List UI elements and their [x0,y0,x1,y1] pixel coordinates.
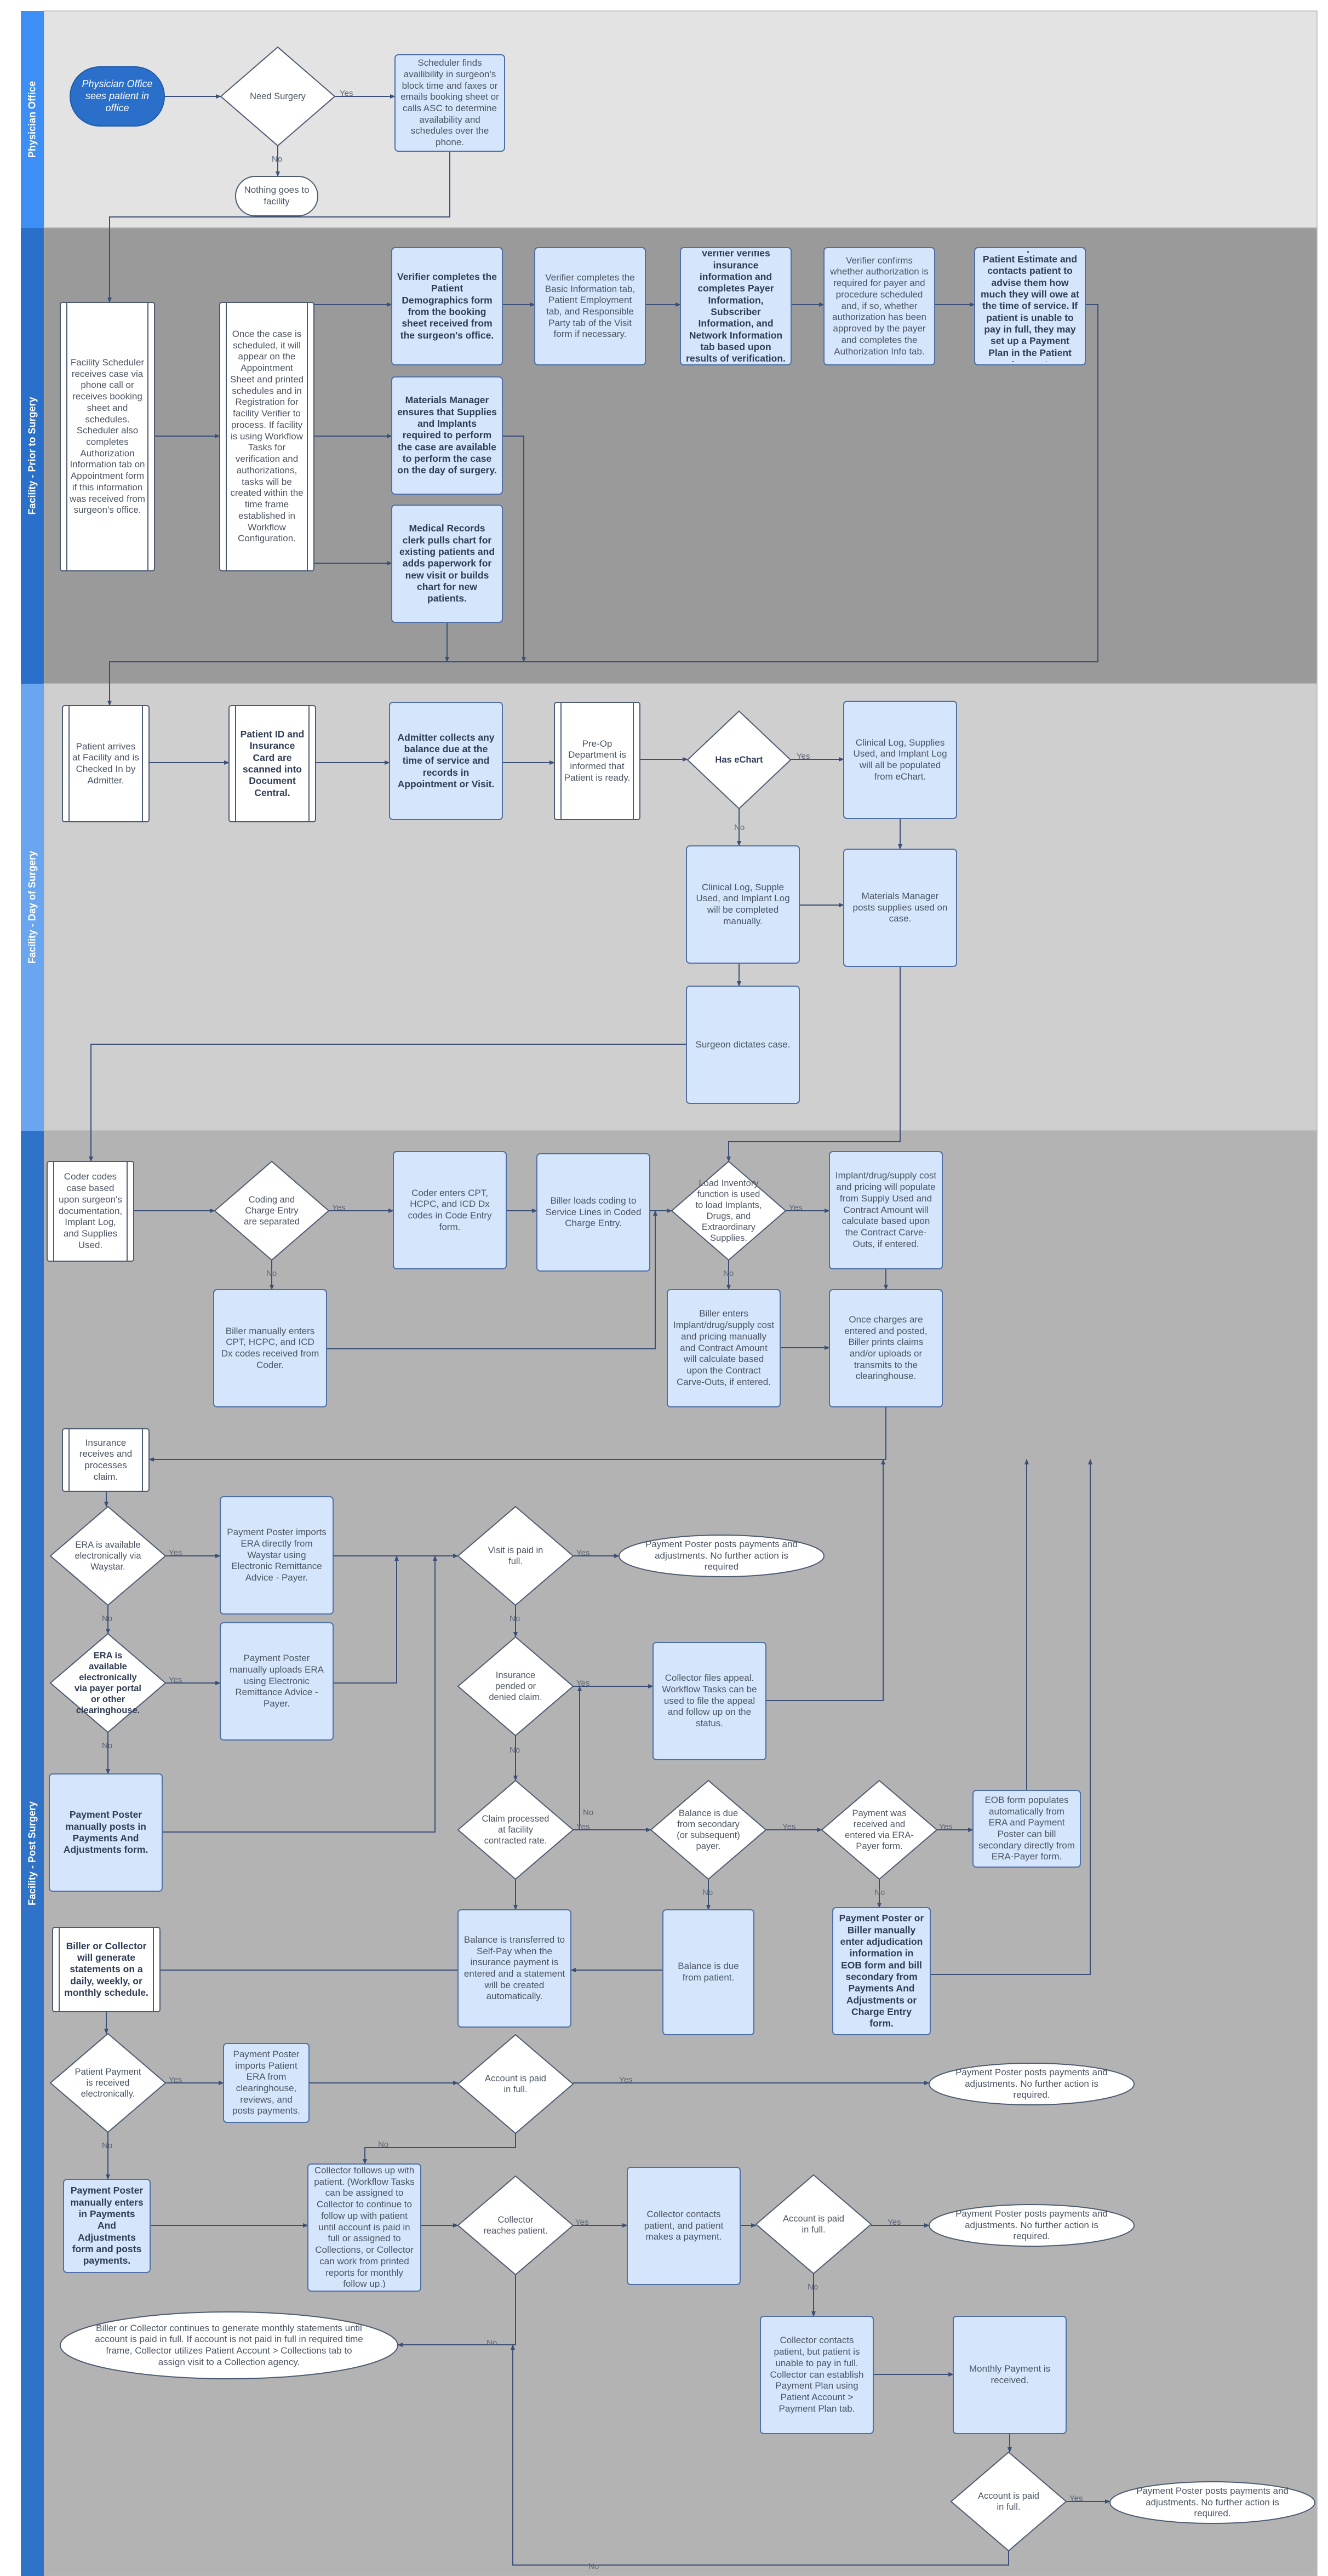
node-phys-need [220,46,336,147]
node-d-dict [686,986,800,1104]
node-p-claimproc [457,1779,574,1880]
node-p-era1 [49,1505,167,1606]
node-p-collplan [760,2316,874,2434]
node-p-ppposts3 [929,2204,1135,2247]
node-phys-start [70,66,165,127]
node-d-clinpop [843,701,957,819]
node-phys-sched [394,54,505,152]
node-p-balpat [662,1909,754,2035]
node-p-ppup [220,1622,334,1741]
connector [726,966,901,1162]
connector [107,151,450,303]
node-p-insrec [62,1428,150,1492]
node-p-implcost [829,1151,943,1269]
connector [333,1555,399,1684]
lane-header-prior [21,228,44,684]
node-p-ppimp2 [223,2043,310,2123]
connector [363,2133,516,2165]
node-d-preop [554,702,640,820]
connector [930,1459,1092,1975]
node-p-eob [972,1790,1081,1868]
node-p-collcont [627,2167,741,2285]
connector [397,2275,516,2347]
node-pr-verauth [823,247,935,365]
node-pr-once [219,302,314,571]
node-d-admit [389,702,503,820]
node-p-billman [213,1289,327,1407]
node-p-ppbill [832,1907,931,2035]
connector [511,2344,1009,2566]
node-phys-nothing [235,176,318,216]
node-p-ppmanent [63,2179,151,2273]
node-p-collfol [307,2163,421,2292]
lane-header-physician [21,11,44,228]
node-p-coder [47,1161,134,1262]
node-d-arrive [62,705,150,822]
connector [162,1555,437,1833]
connector [107,304,1098,706]
node-p-codesep [214,1160,330,1261]
node-pr-med [391,505,503,623]
node-pr-facsched [60,302,155,571]
node-pr-verins [680,247,792,365]
node-p-ppposts4 [1109,2481,1315,2524]
node-d-idcard [228,705,316,822]
lane-header-post [21,1131,44,2576]
node-p-collappeal [652,1642,766,1760]
connector [766,1459,885,1701]
node-p-collreach [457,2175,574,2276]
node-d-echart [686,710,792,810]
node-p-payrec [821,1779,938,1880]
node-p-ppmanpost [49,1773,163,1892]
lane-header-day [21,684,44,1131]
node-p-billload [536,1153,650,1272]
connector [89,1044,686,1162]
node-p-acctpaid3 [950,2451,1067,2552]
connector [502,436,526,662]
node-p-acctpaid1 [457,2034,574,2134]
connector [573,1686,582,1830]
node-p-loadinv [671,1160,787,1261]
node-d-clinman [686,845,800,964]
node-p-coderent [393,1151,507,1269]
connector [327,1210,657,1349]
node-p-billcont [60,2311,398,2379]
node-p-visitpaid [457,1505,574,1606]
node-p-era2 [49,1633,167,1733]
node-p-ppimp1 [220,1496,334,1615]
node-p-charges [829,1289,943,1407]
node-pr-verdemo [391,247,503,365]
node-p-monthly [953,2316,1067,2434]
node-pr-mm [391,376,503,495]
node-p-patpay [49,2033,167,2133]
lane-physician [43,10,1318,228]
node-p-ppposts2 [929,2063,1135,2105]
node-p-acctpaid2 [755,2174,872,2275]
node-p-ppposts1 [619,1535,825,1577]
node-p-balself [457,1909,571,2028]
node-pr-verest [974,247,1086,365]
node-pr-verbasic [534,247,646,365]
node-p-baldue2 [650,1779,767,1880]
node-p-billent [667,1289,781,1407]
node-p-inspend [457,1636,574,1737]
node-d-mmpost [843,849,957,967]
node-p-billcoll [52,1927,161,2012]
connector [148,1407,886,1462]
